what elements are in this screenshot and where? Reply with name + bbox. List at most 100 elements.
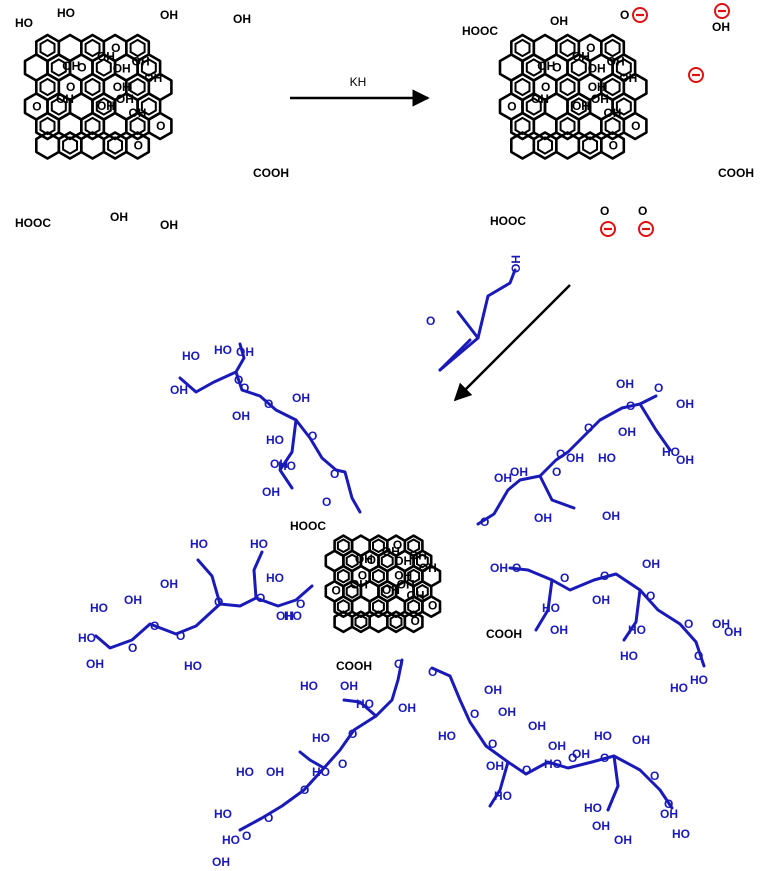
hydroxyl-oh: OH: [276, 609, 294, 623]
hydroxyl-oh: HO: [544, 757, 562, 771]
hydroxyl-oh: OH: [618, 425, 636, 439]
double-bond-ring: [39, 77, 56, 97]
hydroxyl-oh: HO: [214, 343, 232, 357]
hydroxyl-oh: HO: [620, 649, 638, 663]
epoxide-o: O: [134, 139, 143, 153]
negative-charge: [600, 221, 616, 237]
hydroxyl-oh: OH: [712, 617, 730, 631]
hydroxyl-oh: HO: [190, 537, 208, 551]
hydroxyl-oh: OH: [632, 733, 650, 747]
aromatic-ring: [80, 131, 106, 160]
hydroxyl-oh: OH: [144, 71, 162, 85]
hydroxyl-oh: HO: [672, 827, 690, 841]
epoxide-o: O: [77, 61, 86, 75]
hydroxyl-oh: OH: [566, 451, 584, 465]
glycidol-molecule: O OH: [426, 255, 523, 372]
double-bond-ring: [389, 614, 403, 630]
hydroxyl-ho: HO: [15, 16, 33, 30]
hydroxyl-oh: OH: [407, 588, 425, 602]
hydroxyl-oh: HO: [438, 729, 456, 743]
double-bond-ring: [84, 77, 101, 97]
ether-o: O: [646, 589, 655, 603]
aromatic-ring: [403, 610, 424, 634]
polyglycerol-dendron: [606, 754, 620, 812]
double-bond-ring: [140, 58, 157, 77]
hydroxyl-oh: OH: [113, 61, 131, 75]
alkoxide-o: O: [638, 204, 647, 218]
double-bond-ring: [84, 116, 101, 136]
epoxide-o: O: [393, 538, 402, 552]
polyglycerol-dendron: [178, 370, 238, 394]
ether-o: O: [584, 421, 593, 435]
ether-o: O: [654, 381, 663, 395]
ether-o: O: [428, 665, 437, 679]
hydroxyl-oh: OH: [619, 71, 637, 85]
carboxyl-cooh: COOH: [336, 659, 372, 673]
ether-o: O: [600, 751, 609, 765]
epoxide-o: O: [552, 61, 561, 75]
hydroxyl-oh: OH: [270, 457, 288, 471]
double-bond-ring: [514, 77, 531, 97]
hydroxyl-oh: OH: [603, 106, 621, 120]
ether-o: O: [338, 757, 347, 771]
hydroxyl-oh: OH: [592, 593, 610, 607]
aromatic-ring: [57, 111, 83, 141]
epoxide-o: O: [66, 80, 75, 94]
reagent-kh-label: KH: [350, 75, 367, 89]
polyglycerol-dendron: [342, 698, 378, 718]
epoxide-o: O: [156, 119, 165, 133]
hydroxyl-oh: OH: [116, 92, 134, 106]
hydroxyl-oh: OH: [128, 106, 146, 120]
aromatic-ring: [600, 131, 626, 160]
double-bond-ring: [336, 538, 350, 554]
double-bond-ring: [336, 599, 350, 615]
double-bond-ring: [407, 568, 421, 584]
ether-o: O: [552, 465, 561, 479]
hydroxyl-oh: HO: [184, 659, 202, 673]
reaction-arrow-glycidol: [453, 284, 571, 402]
negative-charge: [638, 221, 654, 237]
double-bond-ring: [559, 77, 576, 97]
hydroxyl-oh: OH: [602, 509, 620, 523]
double-bond-ring: [537, 136, 553, 155]
hydroxyl-oh: OH: [534, 511, 552, 525]
carboxyl-hooc: HOOC: [15, 216, 51, 230]
double-bond-ring: [129, 77, 146, 97]
aromatic-ring: [125, 131, 151, 160]
double-bond-ring: [604, 116, 621, 136]
hydroxyl-oh: OH: [548, 739, 566, 753]
aromatic-ring: [350, 595, 372, 618]
ether-o: O: [488, 737, 497, 751]
double-bond-ring: [95, 58, 112, 77]
double-bond-ring: [525, 97, 542, 116]
double-bond-ring: [559, 116, 576, 136]
hydroxyl-oh: HO: [670, 681, 688, 695]
epoxide-o: O: [367, 553, 376, 567]
ether-o: O: [348, 727, 357, 741]
hydroxyl-oh: OH: [292, 391, 310, 405]
hydroxyl-oh: OH: [616, 377, 634, 391]
hydroxyl-oh: OH: [537, 59, 555, 73]
hydroxyl-oh: HO: [222, 833, 240, 847]
ether-o: O: [394, 657, 403, 671]
polyglycerol-dendron: [298, 750, 326, 770]
hydroxyl-oh: HO: [312, 731, 330, 745]
hydroxyl-oh: HO: [356, 697, 374, 711]
double-bond-ring: [416, 583, 429, 599]
aromatic-ring: [577, 111, 603, 141]
ether-o: O: [256, 591, 265, 605]
polyglycerol-dendron: [622, 588, 642, 642]
ether-o: O: [234, 373, 243, 387]
hydroxyl-oh: OH: [132, 54, 150, 68]
double-bond-ring: [345, 553, 359, 569]
hydroxyl-oh: OH: [484, 683, 502, 697]
ether-o: O: [470, 707, 479, 721]
ether-o: O: [694, 649, 703, 663]
hydroxyl-oh: OH: [340, 679, 358, 693]
hydroxyl-oh: OH: [62, 59, 80, 73]
hydroxyl-oh: OH: [607, 54, 625, 68]
